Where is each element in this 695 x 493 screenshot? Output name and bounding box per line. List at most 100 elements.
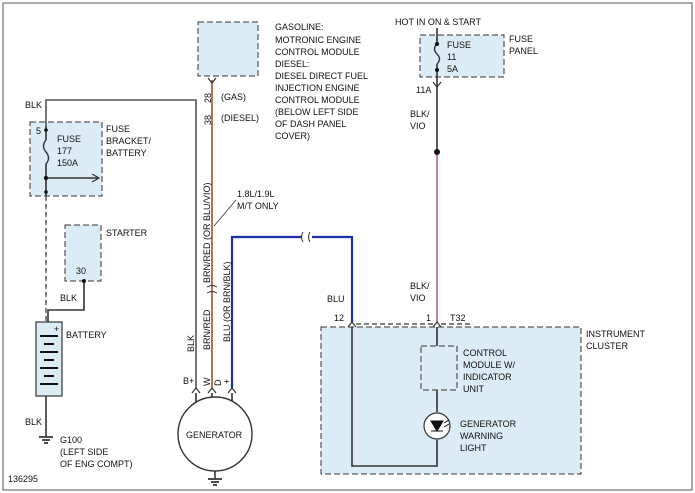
starter-pin: 30 <box>76 266 86 276</box>
ground-g100-icon <box>39 436 53 444</box>
battery-plates <box>40 335 58 385</box>
fuse-177-arrow <box>91 173 101 183</box>
ecm-label-7: CONTROL MODULE <box>275 95 360 105</box>
fuse-177-dot-2 <box>44 128 48 132</box>
ecm-label-4: DIESEL: <box>275 59 310 69</box>
cluster-label-1: INSTRUMENT <box>586 329 645 339</box>
blk-vio-top-1: BLK/ <box>410 109 430 119</box>
generator-ground-icon <box>208 478 222 486</box>
blu-label: BLU <box>327 294 345 304</box>
splice-dot <box>434 149 440 155</box>
blk-vio-bot-1: BLK/ <box>410 281 430 291</box>
gen-connector-bplus <box>191 387 201 394</box>
fuse-bracket-label-2: BRACKET/ <box>106 136 152 146</box>
blk-ground-label: BLK <box>25 417 42 427</box>
diesel-tag: (DIESEL) <box>221 113 259 123</box>
ecm-label-9: OF DASH PANEL <box>275 119 346 129</box>
gen-connector-plus <box>227 387 237 394</box>
module-label-4: UNIT <box>463 384 484 394</box>
generator-label: GENERATOR <box>186 430 243 440</box>
fuse-bracket-label-1: FUSE <box>106 124 130 134</box>
ecm-pin-38: 38 <box>203 115 213 125</box>
pin-1: 1 <box>426 313 431 323</box>
starter-label: STARTER <box>106 228 148 238</box>
ecm-label-1: GASOLINE: <box>275 22 324 32</box>
fuse-177-name: FUSE <box>57 134 81 144</box>
gen-connector-w <box>207 387 217 394</box>
blu-splice-mark <box>301 231 311 243</box>
blk-gen-label: BLK <box>186 335 196 352</box>
fuse-177-dot-3 <box>44 190 48 194</box>
note-engine: 1.8L/1.9L <box>237 189 275 199</box>
gas-tag: (GAS) <box>221 92 246 102</box>
fuse-bracket-label-3: BATTERY <box>106 148 147 158</box>
warning-light-diode <box>430 420 444 432</box>
light-label-1: GENERATOR <box>460 419 517 429</box>
starter-wire <box>47 281 85 322</box>
fuse-11a-connector <box>432 81 442 88</box>
ecm-label-3: CONTROL MODULE <box>275 47 360 57</box>
warning-light-rays <box>443 419 450 428</box>
note-transmission: M/T ONLY <box>237 201 279 211</box>
blk-vio-bot-2: VIO <box>410 293 426 303</box>
ground-g100-label: G100 <box>60 435 82 445</box>
fuse-panel-label-2: PANEL <box>509 46 538 56</box>
brn-splice-mark <box>206 285 218 294</box>
blk-vio-top-2: VIO <box>410 121 426 131</box>
fuse-177-dot-1 <box>43 175 49 181</box>
connector-t32: T32 <box>450 313 466 323</box>
fuse-177-number: 177 <box>57 146 72 156</box>
fuse-11-symbol <box>433 43 441 65</box>
ecm-box <box>197 21 259 77</box>
fuse-11-number: 11 <box>447 52 456 62</box>
starter-box <box>64 224 102 282</box>
ecm-label-8: (BELOW LEFT SIDE <box>275 107 358 117</box>
fuse-11-box <box>419 34 505 78</box>
cluster-internal-wire-12 <box>351 327 438 467</box>
blk-starter-label: BLK <box>60 293 77 303</box>
battery-label: BATTERY <box>66 330 107 340</box>
battery-plus: + <box>54 324 59 334</box>
control-module-box <box>420 345 458 391</box>
note-leader <box>213 199 237 227</box>
fuse-panel-label-1: FUSE <box>509 34 533 44</box>
figure-id: 136295 <box>8 474 38 484</box>
terminal-bplus: B+ <box>183 376 194 386</box>
brn-red-label: BRN/RED <box>202 309 212 350</box>
fuse-177-box <box>29 121 103 197</box>
ground-location-2: OF ENG COMPT) <box>60 459 133 469</box>
fuse-177-pin: 5 <box>36 126 41 136</box>
blk-top-label: BLK <box>25 100 42 110</box>
blu-wire-generator-to-cluster <box>230 235 302 388</box>
fuse-11-name: FUSE <box>447 40 471 50</box>
ecm-label-2: MOTRONIC ENGINE <box>275 35 361 45</box>
ground-location-1: (LEFT SIDE <box>60 447 108 457</box>
ecm-label-10: COVER) <box>275 131 310 141</box>
module-label-2: MODULE W/ <box>463 360 516 370</box>
ecm-label-6: INJECTION ENGINE <box>275 83 360 93</box>
light-label-3: LIGHT <box>460 443 487 453</box>
hot-in-label: HOT IN ON & START <box>395 17 482 27</box>
blu-or-brn-blk-label: BLU (OR BRN/BLK) <box>222 261 232 342</box>
fuse-177-amp: 150A <box>57 158 78 168</box>
light-label-2: WARNING <box>460 431 503 441</box>
blk-wire-fuse-to-generator <box>45 99 197 388</box>
blu-wire-cluster-segment <box>312 235 354 322</box>
fuse-177-symbol <box>42 139 50 165</box>
ecm-label-5: DIESEL DIRECT FUEL <box>275 71 368 81</box>
cluster-pin-12-connector <box>347 321 357 328</box>
fuse-11-amp: 5A <box>447 64 458 74</box>
fuse-11-dot-top <box>435 42 439 46</box>
module-label-3: INDICATOR <box>463 372 512 382</box>
pin-12: 12 <box>334 313 344 323</box>
terminal-d: D <box>213 379 223 386</box>
cluster-pin-1-connector <box>432 321 442 328</box>
starter-dot <box>82 279 86 283</box>
brn-red-or-blu-vio-label: BRN/RED (OR BLU/VIO) <box>202 182 212 283</box>
ecm-pin-28-connector <box>207 77 217 84</box>
cluster-label-2: CLUSTER <box>586 341 629 351</box>
pin-11a: 11A <box>416 85 431 95</box>
module-label-1: CONTROL <box>463 348 507 358</box>
